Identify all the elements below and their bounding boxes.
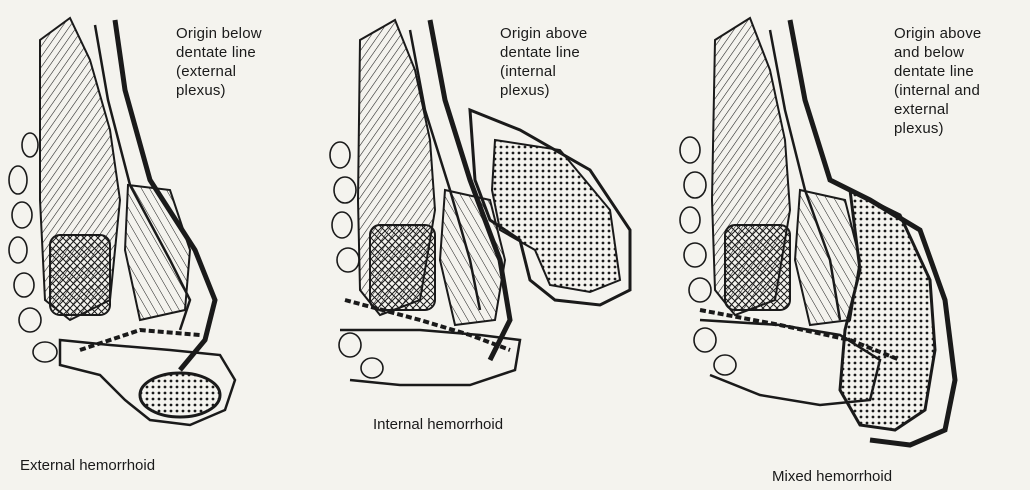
caption-mixed-hemorrhoid: Mixed hemorrhoid: [772, 468, 892, 486]
sphincter-block-2: [370, 225, 435, 310]
origin-label-internal: Origin above dentate line (internal plex…: [500, 24, 587, 100]
sphincter-block-3: [725, 225, 790, 310]
internal-hemorrhoid-mass: [492, 140, 620, 292]
caption-external-hemorrhoid: External hemorrhoid: [20, 457, 155, 475]
origin-label-external: Origin below dentate line (external plex…: [176, 24, 262, 100]
internal-sphincter-1: [125, 185, 190, 320]
external-hemorrhoid-mass: [140, 373, 220, 417]
mixed-hemorrhoid-mass: [840, 190, 935, 430]
caption-internal-hemorrhoid: Internal hemorrhoid: [373, 416, 503, 434]
sphincter-block-1: [50, 235, 110, 315]
origin-label-mixed: Origin above and below dentate line (int…: [894, 24, 981, 138]
